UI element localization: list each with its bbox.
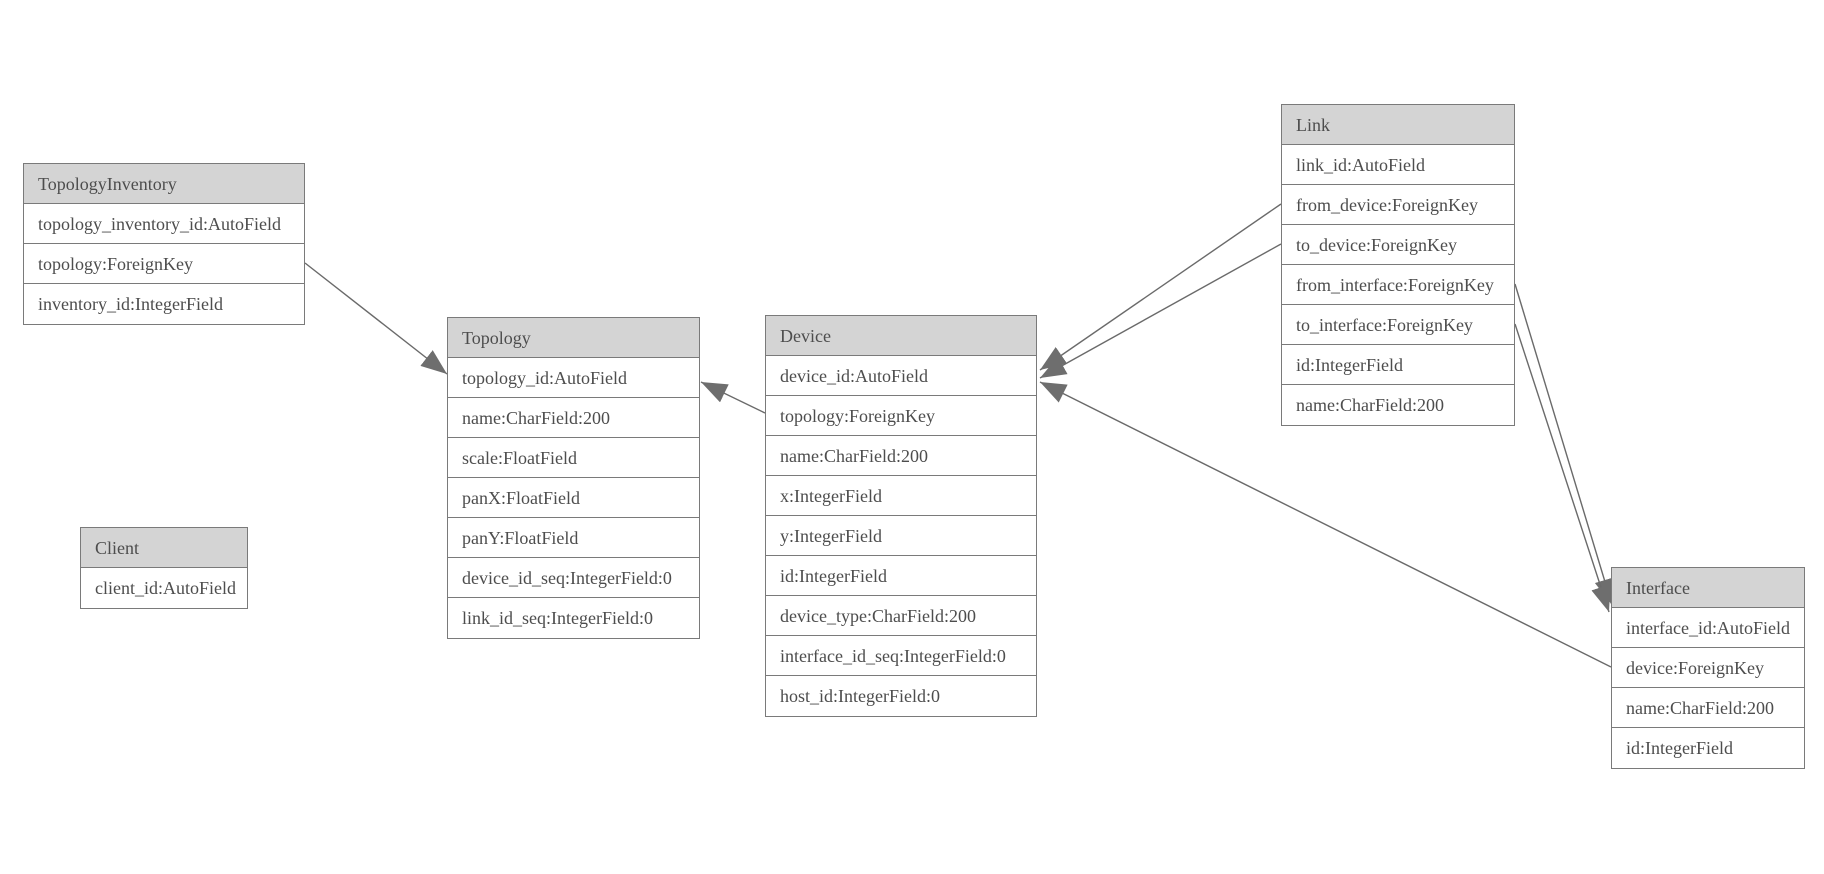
field-row-link-1: from_device:ForeignKey <box>1282 185 1514 225</box>
entity-header-link: Link <box>1282 105 1514 145</box>
field-row-topology-0: topology_id:AutoField <box>448 358 699 398</box>
field-row-link-2: to_device:ForeignKey <box>1282 225 1514 265</box>
field-row-interface-3: id:IntegerField <box>1612 728 1804 768</box>
entity-header-device: Device <box>766 316 1036 356</box>
field-row-link-0: link_id:AutoField <box>1282 145 1514 185</box>
entity-header-topologyinventory: TopologyInventory <box>24 164 304 204</box>
field-row-topology-6: link_id_seq:IntegerField:0 <box>448 598 699 638</box>
field-row-device-2: name:CharField:200 <box>766 436 1036 476</box>
entity-header-topology: Topology <box>448 318 699 358</box>
connector-link-from_device-to-device <box>1039 203 1282 371</box>
connector-link-to_device-to-device <box>1039 243 1282 379</box>
field-row-link-4: to_interface:ForeignKey <box>1282 305 1514 345</box>
field-row-device-1: topology:ForeignKey <box>766 396 1036 436</box>
field-row-device-5: id:IntegerField <box>766 556 1036 596</box>
field-row-device-0: device_id:AutoField <box>766 356 1036 396</box>
field-row-topology-5: device_id_seq:IntegerField:0 <box>448 558 699 598</box>
entity-header-client: Client <box>81 528 247 568</box>
field-row-link-6: name:CharField:200 <box>1282 385 1514 425</box>
entity-header-interface: Interface <box>1612 568 1804 608</box>
connector-device-topology-to-topology <box>700 381 766 414</box>
field-row-topology-1: name:CharField:200 <box>448 398 699 438</box>
field-row-topology-3: panX:FloatField <box>448 478 699 518</box>
field-row-link-5: id:IntegerField <box>1282 345 1514 385</box>
field-row-device-6: device_type:CharField:200 <box>766 596 1036 636</box>
field-row-device-3: x:IntegerField <box>766 476 1036 516</box>
field-row-interface-1: device:ForeignKey <box>1612 648 1804 688</box>
field-row-interface-2: name:CharField:200 <box>1612 688 1804 728</box>
connector-link-to_interface-to-interface <box>1514 323 1611 613</box>
field-row-link-3: from_interface:ForeignKey <box>1282 265 1514 305</box>
field-row-device-8: host_id:IntegerField:0 <box>766 676 1036 716</box>
field-row-device-4: y:IntegerField <box>766 516 1036 556</box>
connector-interface-device-to-device <box>1039 381 1612 668</box>
connector-link-from_interface-to-interface <box>1514 283 1615 606</box>
field-row-interface-0: interface_id:AutoField <box>1612 608 1804 648</box>
field-row-client-0: client_id:AutoField <box>81 568 247 608</box>
field-row-topologyinventory-2: inventory_id:IntegerField <box>24 284 304 324</box>
connector-topologyinventory-topology-to-topology <box>304 262 448 375</box>
field-row-device-7: interface_id_seq:IntegerField:0 <box>766 636 1036 676</box>
field-row-topologyinventory-1: topology:ForeignKey <box>24 244 304 284</box>
field-row-topology-2: scale:FloatField <box>448 438 699 478</box>
field-row-topologyinventory-0: topology_inventory_id:AutoField <box>24 204 304 244</box>
field-row-topology-4: panY:FloatField <box>448 518 699 558</box>
